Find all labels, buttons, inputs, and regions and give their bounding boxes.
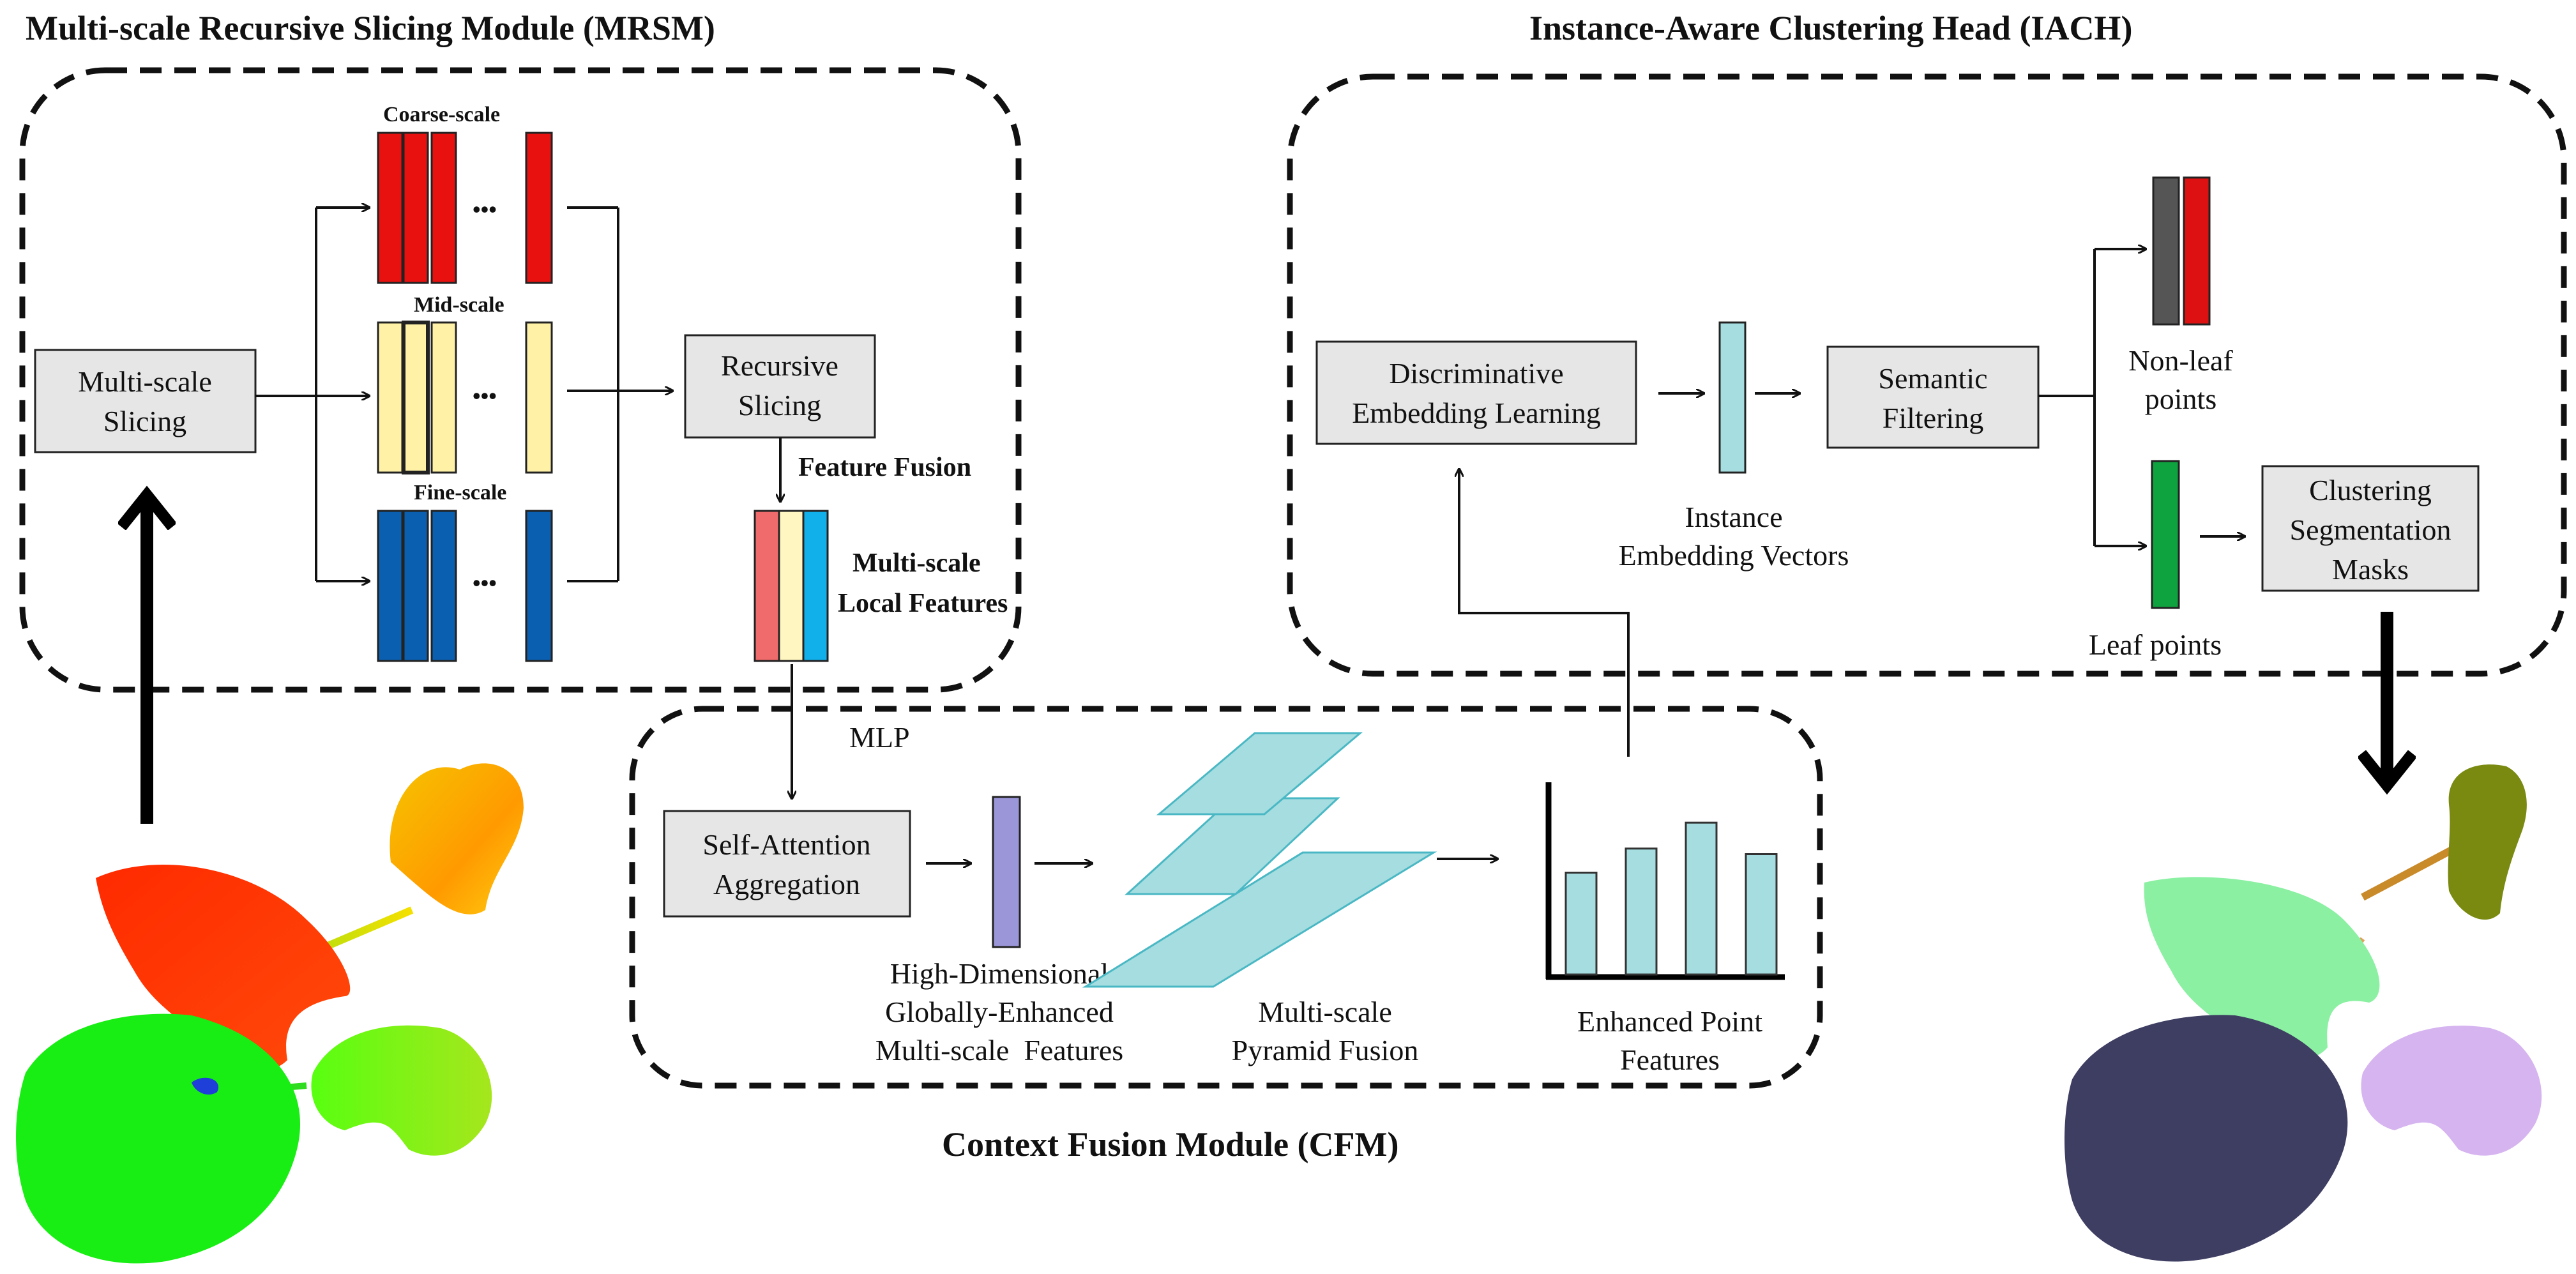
- mid-scale-label: Mid-scale: [414, 293, 504, 317]
- enhanced-line1: Enhanced Point: [1577, 1005, 1762, 1038]
- embedding-box-line2: Embedding Learning: [1352, 397, 1601, 429]
- pyramid-line2: Pyramid Fusion: [1232, 1034, 1419, 1066]
- semantic-filtering-box: Semantic Filtering: [1826, 345, 2040, 449]
- iach-border: [1287, 73, 2567, 677]
- instance-embedding-vector: [1718, 321, 1746, 474]
- embedding-vectors-line1: Instance: [1685, 501, 1782, 533]
- clustering-box-line1: Clustering: [2309, 474, 2432, 506]
- high-dim-line2: Globally-Enhanced: [885, 996, 1114, 1028]
- non-leaf-features: [2152, 176, 2211, 326]
- semantic-box-line2: Filtering: [1883, 402, 1983, 434]
- cfm-title: Context Fusion Module (CFM): [942, 1125, 1398, 1164]
- pyramid-line1: Multi-scale: [1258, 996, 1392, 1028]
- cfm-border: [629, 706, 1823, 1089]
- enhanced-features-chart: [1545, 782, 1785, 980]
- non-leaf-line2: points: [2145, 383, 2216, 415]
- clustering-masks-box: Clustering Segmentation Masks: [2261, 465, 2480, 592]
- self-attention-box: Self-Attention Aggregation: [663, 810, 911, 918]
- chart-bar: [1625, 847, 1658, 976]
- non-leaf-line1: Non-leaf: [2128, 344, 2233, 377]
- recursive-box-line2: Slicing: [738, 389, 821, 421]
- leaf-feature: [2151, 460, 2180, 609]
- attention-box-line2: Aggregation: [713, 868, 860, 900]
- mrsm-border: [19, 67, 1022, 693]
- local-features-line2: Local Features: [838, 589, 1008, 618]
- chart-bar: [1685, 821, 1718, 976]
- enhanced-line2: Features: [1620, 1043, 1720, 1076]
- local-features-line1: Multi-scale: [852, 549, 981, 578]
- coarse-scale-features: [377, 132, 553, 284]
- fine-scale-label: Fine-scale: [414, 481, 506, 504]
- embedding-box-line1: Discriminative: [1389, 357, 1563, 390]
- iach-title: Instance-Aware Clustering Head (IACH): [1529, 9, 2132, 47]
- chart-bar: [1745, 853, 1778, 976]
- mrsm-title: Multi-scale Recursive Slicing Module (MR…: [26, 9, 715, 47]
- semantic-box-line1: Semantic: [1878, 362, 1987, 395]
- clustering-box-line2: Segmentation: [2290, 513, 2451, 546]
- high-dim-line1: High-Dimensional: [890, 957, 1109, 990]
- mid-scale-features: [377, 321, 553, 474]
- recursive-box-line1: Recursive: [721, 349, 838, 382]
- coarse-scale-label: Coarse-scale: [383, 103, 500, 126]
- high-dim-line3: Multi-scale Features: [875, 1034, 1123, 1066]
- leaf-points-label: Leaf points: [2089, 628, 2222, 661]
- mlp-label: MLP: [849, 721, 910, 754]
- input-point-cloud: [16, 763, 524, 1264]
- fine-ellipsis: •••: [473, 570, 497, 596]
- slicing-box-line1: Multi-scale: [78, 365, 212, 398]
- pyramid-planes: [1082, 732, 1437, 988]
- embedding-vectors-line2: Embedding Vectors: [1619, 539, 1849, 572]
- fused-local-features: [754, 510, 829, 662]
- recursive-slicing-box: Recursive Slicing: [684, 334, 876, 439]
- clustering-box-line3: Masks: [2332, 553, 2409, 586]
- slicing-box-line2: Slicing: [103, 405, 186, 437]
- feature-fusion-label: Feature Fusion: [798, 453, 971, 482]
- multi-scale-slicing-box: Multi-scale Slicing: [34, 349, 257, 453]
- fine-scale-features: [377, 510, 553, 662]
- chart-bar: [1565, 872, 1598, 976]
- embedding-learning-box: Discriminative Embedding Learning: [1315, 340, 1637, 445]
- output-segmentation: [2064, 764, 2542, 1262]
- coarse-ellipsis: •••: [473, 197, 497, 222]
- attention-box-line1: Self-Attention: [702, 828, 870, 861]
- mid-ellipsis: •••: [473, 383, 497, 409]
- attention-vector: [992, 796, 1021, 948]
